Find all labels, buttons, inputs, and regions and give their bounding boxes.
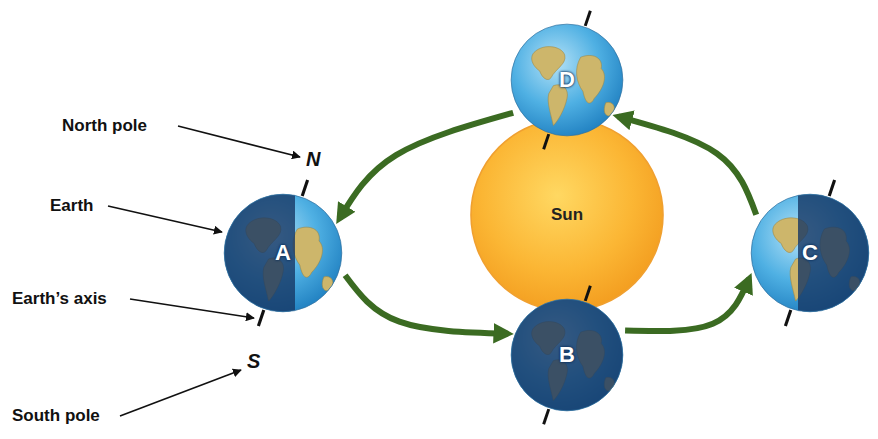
leader-line [120,370,241,416]
part-label: South pole [12,406,100,426]
continent [322,277,333,291]
earth-outline [224,194,342,312]
position-letter: D [559,68,575,92]
earth-circle: A [223,193,343,313]
night-side [798,193,870,313]
part-label: North pole [62,116,147,136]
axis-tick [829,180,834,196]
part-label: Earth [50,196,93,216]
earth-outline [511,299,623,411]
orbit-arrow [345,275,508,333]
position-letter: A [275,241,291,265]
axis-tick [585,11,590,26]
position-letter: C [802,241,818,265]
axis-tick [302,180,307,196]
axis-tick [785,310,790,326]
leader-line [130,299,254,318]
sun-circle: Sun [470,118,664,312]
orbit-arrow [625,279,749,332]
axis-tick [585,286,590,301]
part-label: Earth’s axis [12,289,107,309]
earth-outline [511,24,623,136]
axis-tick [258,310,263,326]
pole-letter: S [247,350,260,373]
night-side [223,193,295,313]
continent [577,55,605,103]
leader-line [108,206,222,232]
leader-line [178,126,300,157]
night-side [510,298,624,412]
continent [293,227,322,277]
position-letter: B [559,343,575,367]
earth-circle: B [510,298,624,412]
axis-tick [544,409,549,424]
sun-disc [471,119,663,311]
earth-globe [511,24,623,136]
continent [604,102,614,116]
sun-label: Sun [551,206,583,225]
earth-circle: D [510,23,624,137]
pole-letter: N [306,148,320,171]
earth-circle: C [750,193,870,313]
earth-outline [751,194,869,312]
